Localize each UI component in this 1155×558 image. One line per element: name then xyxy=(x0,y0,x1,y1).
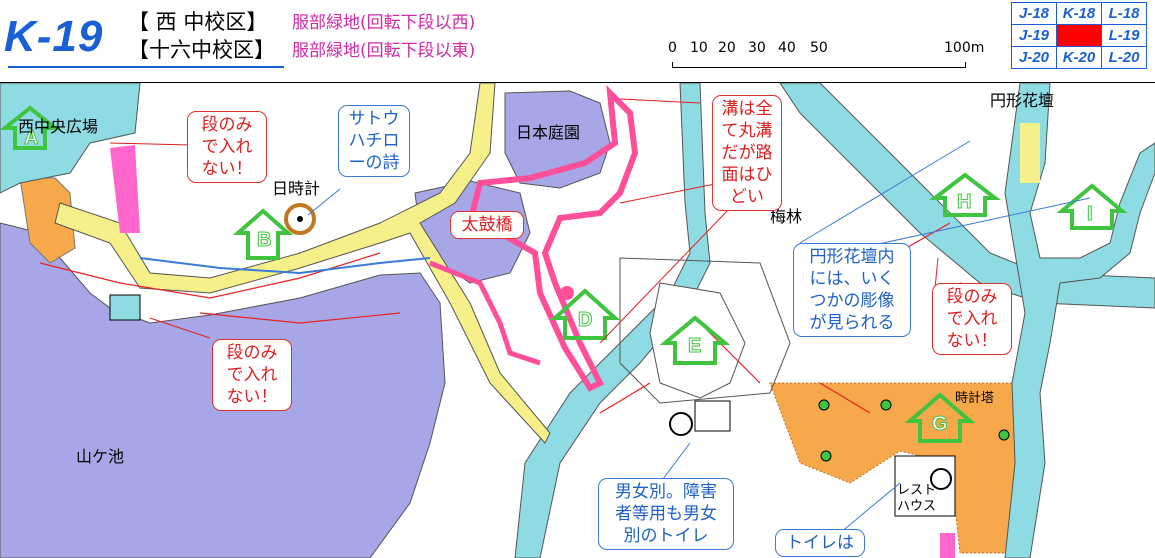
grid-cell-j18[interactable]: J-18 xyxy=(1011,2,1057,25)
district-desc-east: 服部緑地(回転下段以東) xyxy=(292,41,476,61)
yellow-path xyxy=(54,83,551,444)
map-header: K-19 【 西 中校区】 【十六中校区】 服部緑地(回転下段以西) 服部緑地(… xyxy=(0,0,1155,82)
zone-label-a: A xyxy=(23,127,39,150)
zone-label-e: E xyxy=(687,335,702,358)
grid-cell-k18[interactable]: K-18 xyxy=(1056,2,1102,25)
scale-tick: 20 xyxy=(718,40,736,56)
cyan-path-south xyxy=(649,282,746,399)
grid-cell-current xyxy=(1056,24,1102,47)
scale-tick: 40 xyxy=(778,40,796,56)
grid-cell-j20[interactable]: J-20 xyxy=(1011,46,1057,69)
leader-line xyxy=(599,207,731,344)
yellow-strip xyxy=(1020,123,1040,183)
leader-line xyxy=(859,197,1091,249)
zone-label-d: D xyxy=(577,309,593,332)
callout-toilet: 男女別。障害 者等用も男女 別のトイレ xyxy=(598,478,734,550)
map-area: A B D E G H I 西中央広場 日時計 日本庭園 梅林 円形花壇 山ケ池… xyxy=(0,82,1155,558)
zone-marker-h xyxy=(929,172,1001,217)
district-sixteenth: 【十六中校区】 xyxy=(128,38,275,62)
scale-tick: 100m xyxy=(944,40,985,56)
callout-ditch: 溝は全 て丸溝 だが路 面はひ どい xyxy=(712,95,782,211)
callout-poem: サトウ ハチロ ーの詩 xyxy=(338,105,410,177)
leader-line xyxy=(799,140,971,244)
route-line-red xyxy=(39,222,1001,414)
scale-tick: 50 xyxy=(810,40,828,56)
leader-line xyxy=(839,482,901,534)
tree-marker xyxy=(998,429,1010,441)
tree-marker xyxy=(880,399,892,411)
zone-marker-b xyxy=(232,208,294,260)
scale-bar: 0 10 20 30 40 50 100m xyxy=(668,40,984,70)
zone-label-b: B xyxy=(256,229,272,252)
route-line-blue xyxy=(139,257,431,275)
zone-label-g: G xyxy=(932,413,949,436)
cyan-path-ring xyxy=(1004,83,1155,558)
label-plum: 梅林 xyxy=(770,207,803,226)
leader-line xyxy=(109,142,191,146)
callout-sculpture: 円形花壇内 には、いく つかの彫像 が見られる xyxy=(793,243,911,337)
zone-label-i: I xyxy=(1087,203,1093,226)
grid-cell-l18[interactable]: L-18 xyxy=(1101,2,1147,25)
pink-path xyxy=(466,84,639,392)
zone-marker-i xyxy=(1056,183,1128,230)
label-rest-house: レスト ハウス xyxy=(897,483,937,514)
district-west: 【 西 中校区】 xyxy=(128,10,268,34)
cyan-path-east xyxy=(779,83,1155,309)
scale-tick: 0 xyxy=(668,40,677,56)
sheet-id: K-19 xyxy=(4,12,104,61)
leader-line xyxy=(619,182,721,204)
leader-line xyxy=(307,188,341,216)
callout-steps-2: 段のみ で入れ ない！ xyxy=(212,339,292,411)
district-desc-west: 服部緑地(回転下段以西) xyxy=(292,13,476,33)
sheet-id-underline xyxy=(8,66,284,68)
pink-path-2 xyxy=(429,260,541,366)
grid-cell-j19[interactable]: J-19 xyxy=(1011,24,1057,47)
grid-cell-k20[interactable]: K-20 xyxy=(1056,46,1102,69)
grid-cell-l20[interactable]: L-20 xyxy=(1101,46,1147,69)
toilet-icon xyxy=(669,412,693,436)
pink-strip-2 xyxy=(940,533,955,558)
tree-marker xyxy=(820,450,832,462)
callout-steps-3: 段のみ で入れ ない！ xyxy=(932,283,1012,355)
cyan-path-main xyxy=(514,83,711,558)
clock-plaza xyxy=(769,382,1021,554)
leader-line xyxy=(659,442,691,484)
small-building xyxy=(109,294,141,321)
leader-line xyxy=(149,317,211,339)
grid-cell-l19[interactable]: L-19 xyxy=(1101,24,1147,47)
pink-strip xyxy=(110,145,140,233)
scale-tick: 10 xyxy=(690,40,708,56)
tree-marker xyxy=(818,399,830,411)
toilet-icon xyxy=(930,468,952,490)
callout-toilet-2: トイレは xyxy=(775,529,865,557)
pink-circle-marker xyxy=(560,286,574,300)
label-sundial: 日時計 xyxy=(272,179,321,198)
label-circle-bed: 円形花壇 xyxy=(990,91,1055,110)
scale-ruler xyxy=(672,62,966,68)
zone-marker-d xyxy=(549,288,621,340)
zone-label-h: H xyxy=(956,191,972,214)
zone-marker-a xyxy=(0,105,61,150)
label-pond: 山ケ池 xyxy=(76,447,125,466)
small-building xyxy=(694,400,731,432)
scale-tick: 30 xyxy=(748,40,766,56)
sheet-index-grid: J-18 K-18 L-18 J-19 L-19 J-20 K-20 L-20 xyxy=(1011,2,1147,69)
callout-bridge: 太鼓橋 xyxy=(450,211,524,239)
zone-marker-g xyxy=(904,392,976,443)
label-clock-tower: 時計塔 xyxy=(955,391,995,406)
zone-marker-e xyxy=(659,315,731,365)
leader-line xyxy=(619,98,701,104)
plaza-orange xyxy=(19,177,76,264)
cyan-loop xyxy=(619,257,791,404)
leader-line xyxy=(934,257,939,289)
sundial-dot xyxy=(297,216,303,222)
label-garden: 日本庭園 xyxy=(516,123,581,142)
callout-steps-1: 段のみ で入れ ない！ xyxy=(187,111,267,183)
label-plaza: 西中央広場 xyxy=(18,117,99,136)
